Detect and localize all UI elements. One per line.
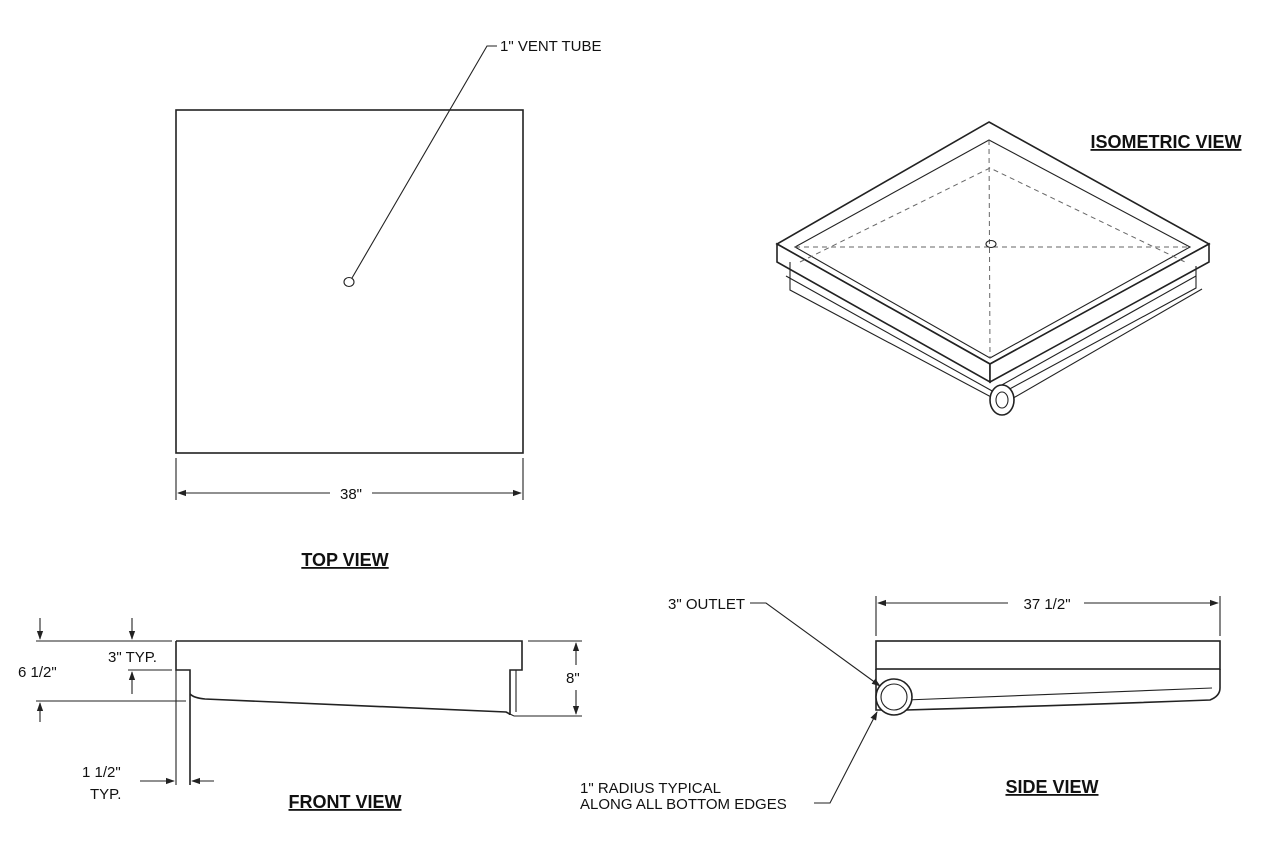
side-view-lid xyxy=(875,640,1221,670)
vent-tube-hole xyxy=(343,276,355,288)
front-view-title: FRONT VIEW xyxy=(289,792,402,812)
radius-label-2: ALONG ALL BOTTOM EDGES xyxy=(580,796,787,813)
vent-tube-label: 1" VENT TUBE xyxy=(500,38,601,55)
vent-tube-leader xyxy=(351,45,497,279)
iso-vent-hole xyxy=(985,239,997,249)
front-wall-label-2: TYP. xyxy=(90,786,121,803)
front-lip-label: 3" TYP. xyxy=(108,649,157,666)
top-view-outline xyxy=(175,109,524,454)
outlet-label: 3" OUTLET xyxy=(668,596,745,613)
isometric-view-title: ISOMETRIC VIEW xyxy=(1090,132,1241,152)
front-view-outline xyxy=(175,640,523,785)
outlet-leader xyxy=(750,602,881,687)
iso-outlet-pipe xyxy=(999,275,1197,387)
top-view-title: TOP VIEW xyxy=(301,550,388,570)
iso-right-face xyxy=(989,242,1210,384)
radius-label-1: 1" RADIUS TYPICAL xyxy=(580,780,721,797)
isometric-view: ISOMETRIC VIEW xyxy=(775,121,1242,416)
iso-top-face xyxy=(775,121,1211,365)
front-wall-label-1: 1 1/2" xyxy=(82,764,121,781)
top-width-label: 38" xyxy=(340,486,362,503)
iso-outlet-end xyxy=(989,384,1015,416)
side-view-title: SIDE VIEW xyxy=(1005,777,1098,797)
side-length-label: 37 1/2" xyxy=(1023,596,1070,613)
top-width-dimension: 38" xyxy=(175,458,524,503)
top-view: 1" VENT TUBE 38" TOP VIEW xyxy=(175,38,601,570)
front-height-label: 8" xyxy=(566,670,580,687)
side-view-body xyxy=(875,669,1221,711)
front-view: 6 1/2" 3" TYP. 8" 1 1/2" TYP. FRONT VIEW xyxy=(18,618,582,812)
front-sloped-bottom xyxy=(189,693,511,716)
radius-leader xyxy=(814,711,878,804)
side-view: 37 1/2" 3" OUTLET 1" RADIUS TYPICAL ALON… xyxy=(580,596,1221,813)
front-depth-label: 6 1/2" xyxy=(18,664,57,681)
